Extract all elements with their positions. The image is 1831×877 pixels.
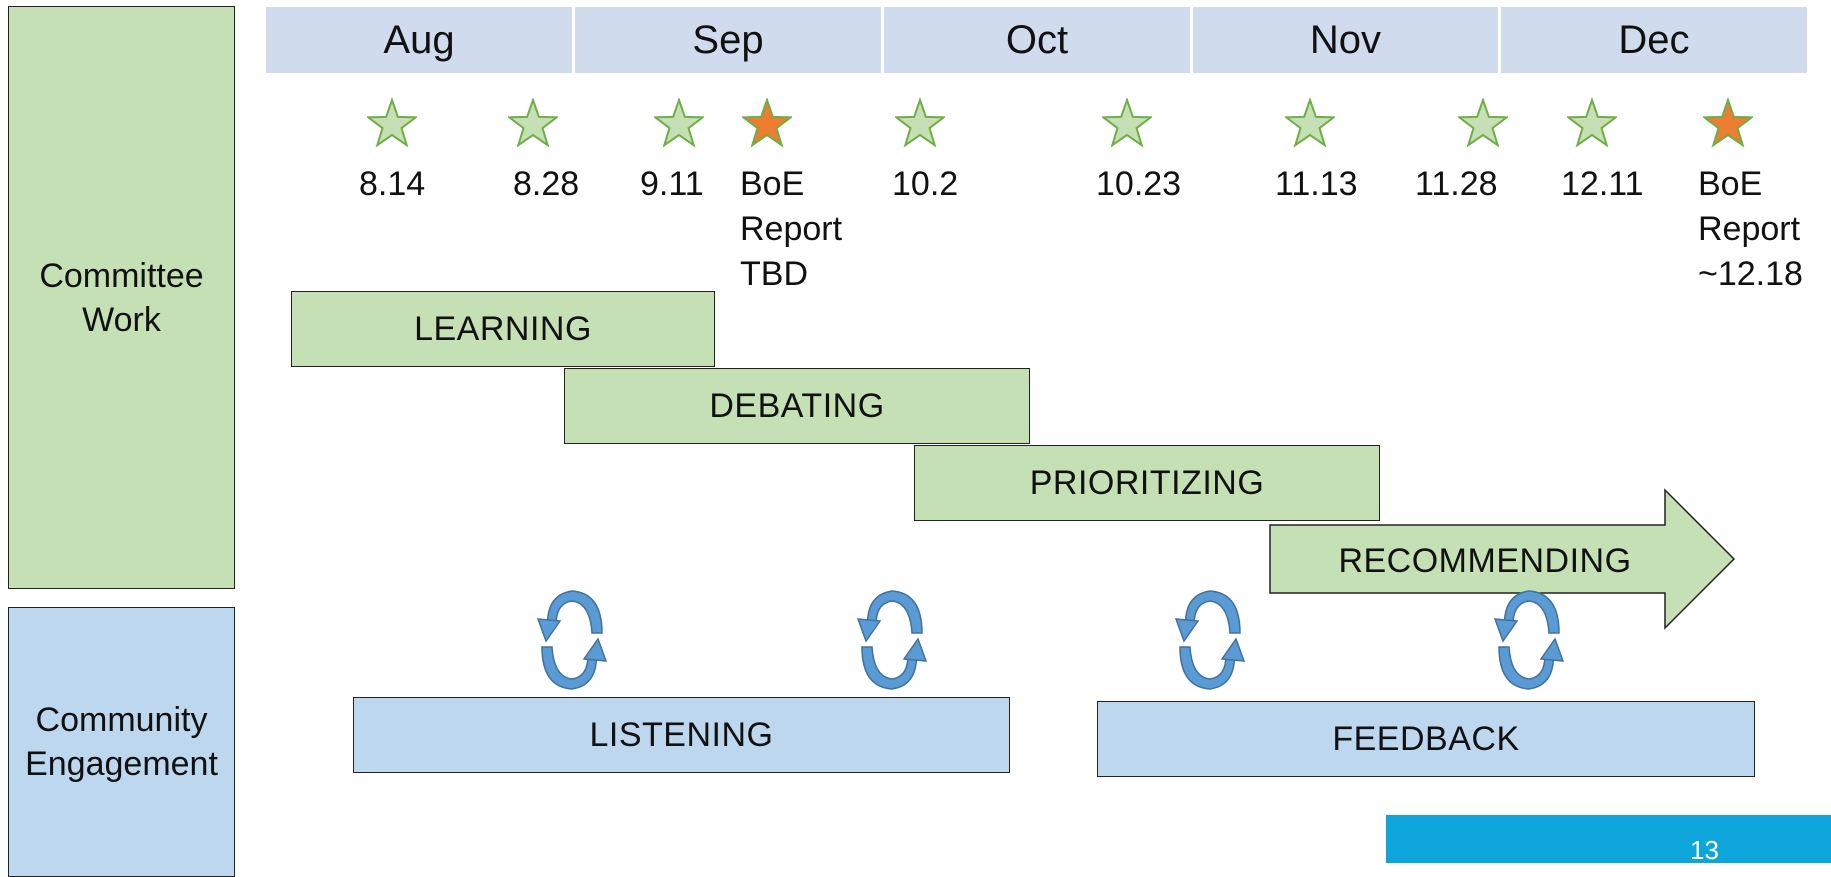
milestone-star-9-11 [654, 98, 704, 148]
month-oct: Oct [884, 7, 1190, 73]
phase-debating: DEBATING [564, 368, 1030, 444]
phase-learning-label: LEARNING [414, 309, 592, 348]
cycle-arrows-icon [1493, 590, 1565, 690]
committee-work-text: Committee Work [39, 256, 204, 339]
star-icon [367, 98, 417, 148]
milestone-date: 8.14 [359, 165, 426, 203]
phase-feedback: FEEDBACK [1097, 701, 1755, 777]
cycle-arrows-icon [536, 590, 608, 690]
phase-learning: LEARNING [291, 291, 715, 367]
milestone-star-10-2 [895, 98, 945, 148]
star-icon [1458, 98, 1508, 148]
milestone-star-8-14 [367, 98, 417, 148]
month-dec: Dec [1501, 7, 1807, 73]
phase-recommending-arrow [1269, 488, 1736, 630]
phase-listening-label: LISTENING [589, 715, 774, 754]
milestone-date: 10.23 [1096, 165, 1182, 203]
star-icon [1102, 98, 1152, 148]
milestone-date: 9.11 [640, 165, 704, 203]
month-aug: Aug [266, 7, 572, 73]
milestone-date: BoE Report ~12.18 [1698, 165, 1803, 293]
phase-listening: LISTENING [353, 697, 1010, 773]
phase-prioritizing: PRIORITIZING [914, 445, 1380, 521]
star-icon [895, 98, 945, 148]
milestone-date: 11.28 [1415, 165, 1498, 203]
phase-prioritizing-label: PRIORITIZING [1029, 463, 1265, 502]
phase-recommending-label: RECOMMENDING [1338, 541, 1632, 580]
milestone-star-8-28 [508, 98, 558, 148]
milestone-star-12-11 [1567, 98, 1617, 148]
milestone-date: 12.11 [1561, 165, 1644, 203]
milestone-star-10-23 [1102, 98, 1152, 148]
star-icon [1567, 98, 1617, 148]
milestone-date: 8.28 [513, 165, 580, 203]
star-icon [742, 98, 792, 148]
milestone-date: 11.13 [1275, 165, 1358, 203]
footer-bar [1386, 815, 1831, 863]
star-icon [508, 98, 558, 148]
milestone-star-boe-report-tbd [742, 98, 792, 148]
community-engagement-label: Community Engagement [8, 607, 235, 877]
month-sep: Sep [575, 7, 881, 73]
phase-feedback-label: FEEDBACK [1332, 719, 1520, 758]
milestone-star-11-13 [1285, 98, 1335, 148]
committee-work-label: Committee Work [8, 6, 235, 589]
month-nov: Nov [1193, 7, 1498, 73]
star-icon [1285, 98, 1335, 148]
milestone-date: 10.2 [892, 165, 959, 203]
milestone-star-boe-report-12-18 [1703, 98, 1753, 148]
milestone-date: BoE Report TBD [740, 165, 843, 293]
star-icon [654, 98, 704, 148]
phase-debating-label: DEBATING [709, 386, 885, 425]
community-engagement-text: Community Engagement [25, 701, 218, 783]
star-icon [1703, 98, 1753, 148]
cycle-arrows-icon [856, 590, 928, 690]
cycle-arrows-icon [1174, 590, 1246, 690]
page-number: 13 [1690, 835, 1719, 865]
milestone-star-11-28 [1458, 98, 1508, 148]
